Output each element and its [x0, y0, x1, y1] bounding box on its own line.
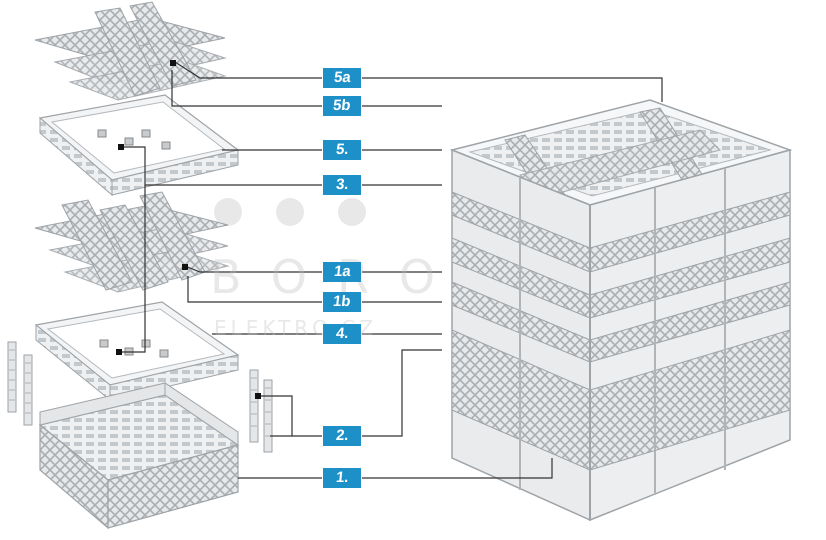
callout-4: 4. [323, 324, 361, 344]
watermark-text: BORO [210, 250, 465, 304]
leader-line-5a [174, 61, 322, 79]
callout-5b: 5b [323, 96, 361, 116]
extender-frame-middle [34, 301, 240, 402]
leader-lines [118, 61, 663, 479]
callout-1a: 1a [323, 262, 361, 282]
assembled-rack [449, 99, 793, 522]
leader-line-1a [184, 265, 322, 273]
divider-insert-middle [34, 191, 230, 293]
leader-line-3 [118, 146, 322, 186]
leader-line-2 [258, 395, 322, 437]
leader-line-1b [187, 276, 322, 303]
extender-frame-top [38, 94, 240, 197]
callout-1a-text: 1a [332, 263, 352, 280]
callout-5-text: 5. [334, 141, 350, 158]
corner-posts-right [249, 369, 273, 453]
callout-5: 5. [323, 140, 361, 160]
callout-2: 2. [323, 426, 361, 446]
callout-1: 1. [323, 468, 361, 488]
divider-insert-top [34, 1, 227, 101]
callout-1b: 1b [323, 292, 361, 312]
callout-5a: 5a [323, 68, 361, 88]
callout-1-text: 1. [334, 469, 350, 486]
callout-3-text: 3. [334, 176, 350, 193]
callout-3: 3. [323, 175, 361, 195]
callout-1b-text: 1b [332, 293, 352, 310]
base-rack [38, 382, 240, 530]
leader-endpoints [116, 60, 261, 399]
callout-4-text: 4. [334, 325, 350, 342]
callout-5b-text: 5b [332, 97, 352, 114]
corner-posts-left [7, 341, 33, 426]
watermark-dots [214, 198, 366, 226]
callout-2-text: 2. [334, 427, 350, 444]
callout-5a-text: 5a [332, 69, 352, 86]
leader-line-5b [171, 70, 322, 107]
